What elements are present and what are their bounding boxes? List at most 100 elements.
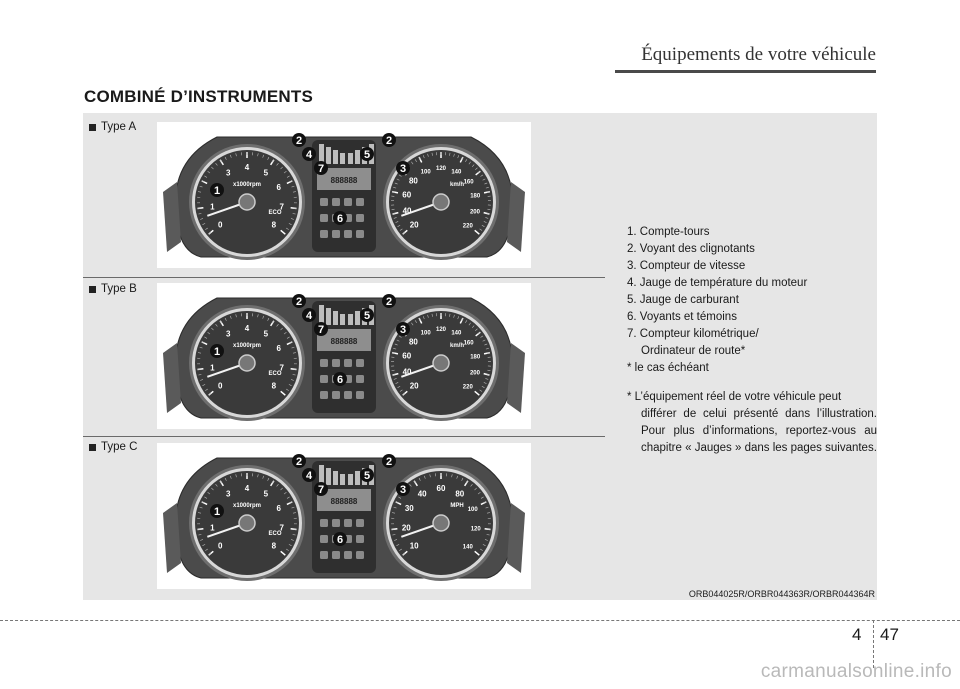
warning-lamp-icon xyxy=(344,519,352,527)
speedometer-minor-tick xyxy=(392,352,396,354)
tachometer-tick-label: 6 xyxy=(276,344,281,353)
speedometer-tick-label: 180 xyxy=(470,194,481,200)
tachometer-minor-tick xyxy=(198,512,202,514)
callout-speedometer xyxy=(396,161,410,175)
speedometer-minor-tick xyxy=(483,221,487,223)
tachometer-minor-tick xyxy=(201,341,205,344)
tachometer-minor-tick xyxy=(208,552,212,556)
tachometer-minor-tick xyxy=(215,323,218,327)
tachometer-minor-tick xyxy=(291,185,295,188)
speedometer-tick-label: 40 xyxy=(418,489,427,498)
speedometer-minor-tick xyxy=(486,534,490,536)
callout-warning-lamps xyxy=(333,532,347,546)
callout-warning-lamps xyxy=(333,372,347,386)
speedometer-minor-tick xyxy=(418,156,421,160)
fuel-bar xyxy=(355,311,360,325)
left-side-wing xyxy=(163,182,181,252)
speedometer-minor-tick xyxy=(449,152,451,156)
speedometer-minor-tick xyxy=(461,317,464,321)
speedometer-minor-tick xyxy=(427,153,429,157)
callout-odometer-text: 7 xyxy=(318,324,324,336)
speedometer-minor-tick xyxy=(479,389,483,392)
speedometer-minor-tick xyxy=(480,496,484,499)
tachometer-minor-tick xyxy=(289,501,293,504)
tachometer-minor-tick xyxy=(198,213,202,215)
tachometer-minor-tick xyxy=(202,223,206,225)
speedometer-minor-tick xyxy=(402,392,406,396)
tachometer-tick-label: 1 xyxy=(210,203,215,212)
speedometer-minor-tick xyxy=(413,480,416,484)
speedometer-tick-label: 220 xyxy=(463,223,474,229)
speedometer-minor-tick xyxy=(411,161,414,165)
fuel-bar xyxy=(348,153,353,164)
tachometer-minor-tick xyxy=(262,315,264,319)
speedometer-minor-tick xyxy=(393,506,397,509)
speedometer-minor-tick xyxy=(477,331,481,335)
tachometer-minor-tick xyxy=(257,153,259,157)
tachometer-minor-tick xyxy=(200,379,204,381)
speedometer-minor-tick xyxy=(484,343,488,346)
speedometer-minor-tick xyxy=(457,155,460,159)
callout-warning-lamps-text: 6 xyxy=(337,534,343,546)
tachometer-minor-tick xyxy=(219,159,222,163)
tachometer-minor-tick xyxy=(292,374,296,376)
warning-lamp-icon xyxy=(344,391,352,399)
speedometer-tick-label: 100 xyxy=(468,507,479,513)
tachometer-minor-tick xyxy=(291,506,295,509)
cluster-type-a-drawing: 888888012345678x1000rpmECO20406080100120… xyxy=(163,133,525,260)
separator xyxy=(83,277,605,278)
speedometer-minor-tick xyxy=(481,385,485,388)
cluster-type-c: 888888012345678x1000rpmECO10203040608010… xyxy=(157,443,531,589)
warning-lamp-icon xyxy=(320,230,328,238)
speedometer-minor-tick xyxy=(485,217,489,219)
speedometer-minor-tick xyxy=(398,174,402,177)
speedometer-minor-tick xyxy=(392,191,396,193)
tachometer-minor-tick xyxy=(280,327,283,331)
speedometer-tick-label: 80 xyxy=(409,337,418,346)
tachometer-minor-tick xyxy=(235,314,237,318)
speedometer-tick-label: 60 xyxy=(402,352,411,361)
tachometer-minor-tick xyxy=(292,191,296,193)
speedometer-tick-label: 20 xyxy=(410,220,419,229)
warning-lamp-icon xyxy=(356,198,364,206)
callout-temp-gauge-text: 4 xyxy=(306,149,313,161)
speedometer-minor-tick xyxy=(466,480,469,484)
callout-fuel-gauge-text: 5 xyxy=(364,310,370,322)
tachometer-minor-tick xyxy=(198,374,202,376)
warning-lamp-icon xyxy=(344,359,352,367)
tachometer-minor-tick xyxy=(267,477,270,481)
speedometer-tick-label: 220 xyxy=(463,384,474,390)
warning-lamp-icon xyxy=(356,230,364,238)
tachometer-minor-tick xyxy=(235,474,237,478)
speedometer-tick-label: 160 xyxy=(464,340,475,346)
tachometer-minor-tick xyxy=(207,491,211,495)
tachometer-minor-tick xyxy=(286,548,289,551)
type-a-label: Type A xyxy=(89,121,136,133)
right-side-wing xyxy=(507,182,525,252)
warning-lamp-icon xyxy=(332,198,340,206)
speedometer-minor-tick xyxy=(393,217,397,219)
speedometer-tick-label: 200 xyxy=(470,370,481,376)
tachometer-tick-label: 1 xyxy=(210,364,215,373)
callout-tachometer-text: 1 xyxy=(214,346,220,358)
callout-warning-lamps-text: 6 xyxy=(337,213,343,225)
callout-odometer-text: 7 xyxy=(318,163,324,175)
tachometer-minor-tick xyxy=(288,544,292,546)
watermark: carmanualsonline.info xyxy=(760,661,952,682)
warning-lamp-icon xyxy=(332,519,340,527)
fuel-bar xyxy=(348,474,353,485)
speedometer-minor-tick xyxy=(480,174,484,177)
tachometer-minor-tick xyxy=(286,175,290,178)
tachometer-minor-tick xyxy=(230,475,232,479)
tachometer-minor-tick xyxy=(207,331,211,335)
tachometer-minor-tick xyxy=(200,218,204,220)
speedometer-minor-tick xyxy=(486,213,490,215)
callout-fuel-gauge-text: 5 xyxy=(364,470,370,482)
tachometer-minor-tick xyxy=(215,162,218,166)
tachometer-minor-tick xyxy=(219,320,222,324)
callout-turn-signal-left xyxy=(292,454,306,468)
tachometer-minor-tick xyxy=(205,388,208,391)
page-number: 47 xyxy=(880,625,899,644)
tachometer-minor-tick xyxy=(224,477,227,481)
tachometer-tick-label: 0 xyxy=(218,541,223,550)
